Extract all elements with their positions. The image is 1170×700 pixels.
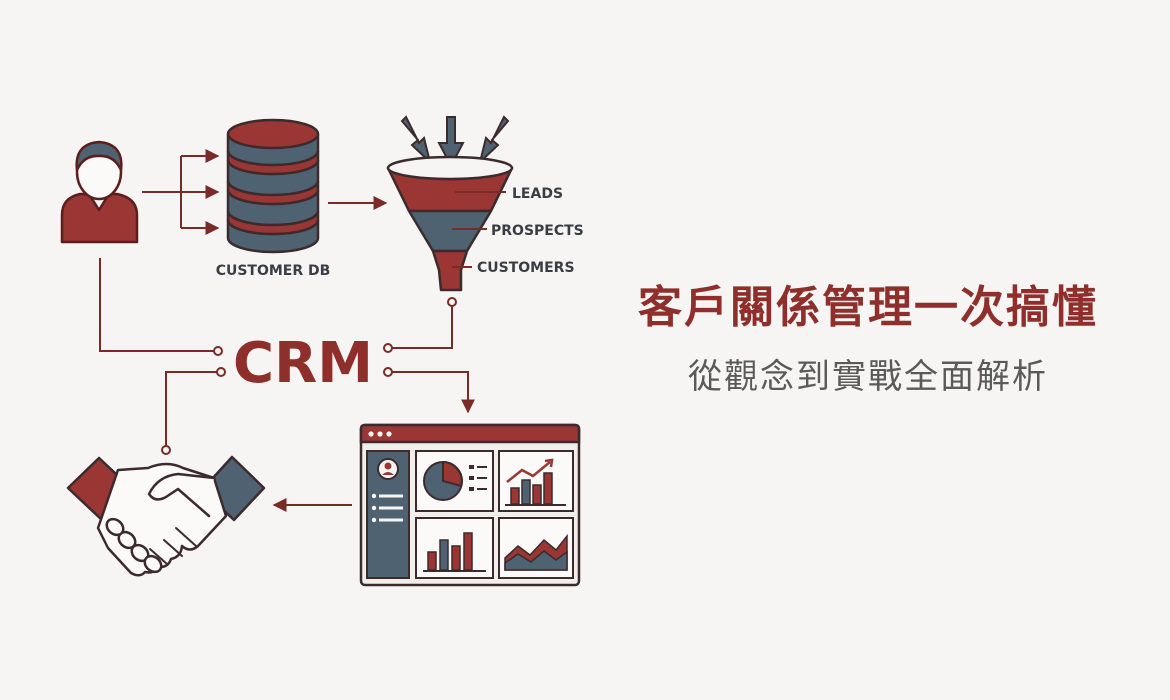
handshake-icon: [66, 455, 266, 577]
crm-center-label: CRM: [233, 331, 373, 396]
funnel-stage-prospects: PROSPECTS: [491, 223, 584, 239]
main-title: 客戶關係管理一次搞懂: [638, 282, 1098, 333]
sub-title: 從觀念到實戰全面解析: [688, 356, 1048, 397]
title-block: 客戶關係管理一次搞懂 從觀念到實戰全面解析: [598, 282, 1138, 398]
database-label: CUSTOMER DB: [216, 263, 331, 279]
funnel-icon: [386, 155, 514, 292]
funnel-input-arrows: [400, 115, 510, 169]
connector-dots: [161, 297, 457, 455]
crm-connectors: [99, 258, 475, 512]
user-to-db-arrows: [142, 149, 220, 235]
database-icon: [226, 118, 320, 254]
funnel-stage-customers: CUSTOMERS: [477, 260, 575, 276]
crm-diagram: CUSTOMER DB LEADS PROSPECTS CUSTOMERS: [60, 115, 584, 587]
dashboard-icon: [359, 423, 581, 587]
user-icon: [60, 140, 139, 244]
funnel-stage-leads: LEADS: [512, 186, 563, 202]
funnel-stage-leaders: [452, 191, 506, 268]
